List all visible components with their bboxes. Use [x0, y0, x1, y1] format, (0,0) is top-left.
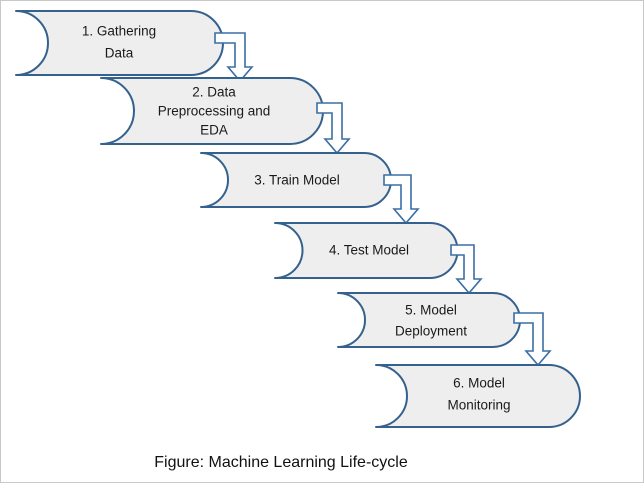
connector-arrow-5-6	[513, 312, 552, 367]
connector-3-4	[383, 174, 420, 225]
stage-node-6[interactable]: 6. Model Monitoring	[375, 364, 581, 428]
stage-label-6-line-2: Monitoring	[447, 398, 510, 413]
connector-arrow-3-4	[383, 174, 420, 225]
stage-label-3-line-1: 3. Train Model	[254, 173, 340, 188]
stage-node-3[interactable]: 3. Train Model	[200, 152, 392, 208]
connector-arrow-1-2	[214, 32, 254, 83]
stage-node-1[interactable]: 1. Gathering Data	[15, 10, 224, 76]
stage-label-1-line-1: 1. Gathering	[82, 24, 156, 39]
stage-shape-1	[15, 10, 224, 76]
stage-label-2-line-3: EDA	[200, 123, 228, 138]
connector-arrow-4-5	[450, 244, 483, 295]
stage-node-5[interactable]: 5. Model Deployment	[337, 292, 521, 348]
connector-2-3	[316, 102, 351, 155]
figure-caption: Figure: Machine Learning Life-cycle	[154, 454, 408, 471]
stage-label-4-line-1: 4. Test Model	[329, 243, 409, 258]
stage-node-4[interactable]: 4. Test Model	[274, 222, 459, 279]
stage-shape-5	[337, 292, 521, 348]
connector-4-5	[450, 244, 483, 295]
connector-arrow-2-3	[316, 102, 351, 155]
stage-label-2-line-1: 2. Data	[192, 85, 236, 100]
stage-shape-4	[274, 222, 459, 279]
stage-label-5-line-1: 5. Model	[405, 303, 457, 318]
stage-label-6-line-1: 6. Model	[453, 376, 505, 391]
stage-label-2-line-2: Preprocessing and	[158, 104, 271, 119]
stage-label-5-line-2: Deployment	[395, 324, 467, 339]
stage-shape-6	[375, 364, 581, 428]
stage-shape-3	[200, 152, 392, 208]
stage-shape-2	[100, 77, 324, 145]
stage-node-2[interactable]: 2. Data Preprocessing and EDA	[100, 77, 324, 145]
stage-label-1-line-2: Data	[105, 46, 134, 61]
connector-1-2	[214, 32, 254, 83]
connector-5-6	[513, 312, 552, 367]
